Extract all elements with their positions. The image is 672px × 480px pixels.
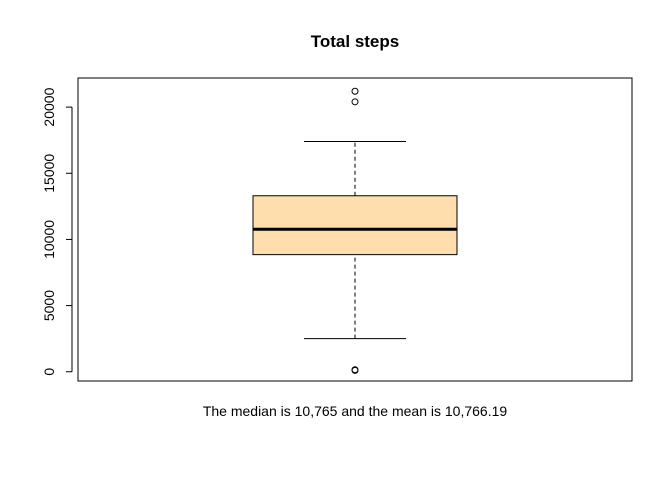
- outlier-point: [351, 366, 359, 374]
- plot-area-frame: [77, 77, 633, 382]
- y-tick-label: 10000: [41, 220, 57, 259]
- y-tick-label: 20000: [41, 87, 57, 126]
- y-tick-label: 5000: [41, 290, 57, 321]
- box-plot: [252, 87, 458, 374]
- outlier-point: [351, 87, 359, 95]
- iqr-box: [252, 195, 458, 256]
- outlier-point: [351, 98, 359, 106]
- y-tick-label: 0: [41, 368, 57, 376]
- outlier-points: [351, 87, 359, 374]
- x-axis-caption: The median is 10,765 and the mean is 10,…: [203, 403, 508, 419]
- y-axis: 0 5000 10000 15000 20000: [41, 87, 73, 376]
- chart-title: Total steps: [311, 32, 399, 51]
- y-tick-label: 15000: [41, 154, 57, 193]
